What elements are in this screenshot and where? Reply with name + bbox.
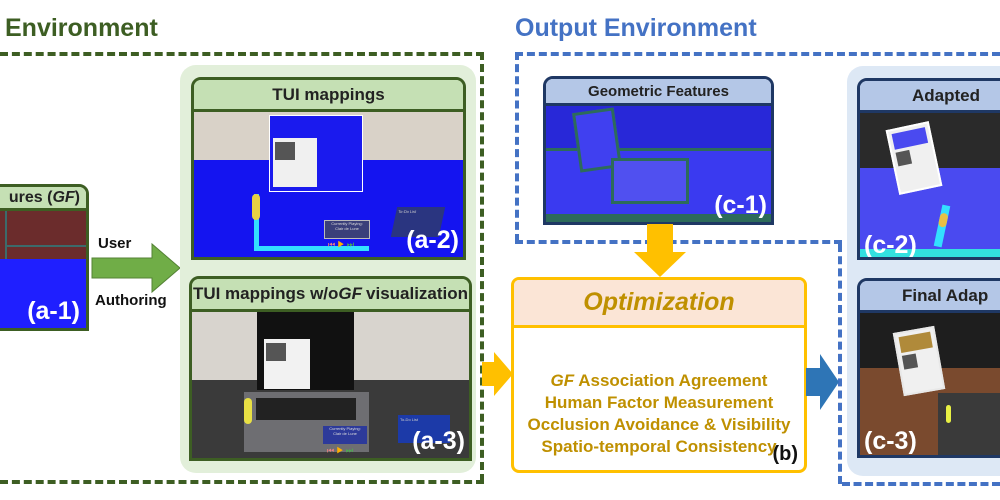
optimization-to-output-arrow	[806, 354, 839, 410]
tui-nogf-title-em: GF	[338, 284, 363, 303]
article-panel	[264, 339, 310, 389]
article-panel	[273, 138, 317, 187]
now-playing-panel: Currently Playing: Clair de Lune	[324, 220, 370, 239]
optimization-objectives: GF Association Agreement Human Factor Me…	[514, 328, 804, 458]
now-playing-song: Clair de Lune	[333, 431, 357, 436]
objective-spatio-temporal: Spatio-temporal Consistency	[541, 437, 777, 456]
tui-mappings-card: TUI mappings Currently Playing: Clair de…	[191, 77, 466, 260]
gf-card: ures (GF) (a-1)	[0, 184, 89, 331]
frame-screen	[891, 127, 929, 150]
tui-nogf-scene: Currently Playing: Clair de Lune ⏮ ▶ ⏭ T…	[192, 312, 469, 458]
keyboard	[256, 398, 356, 420]
laptop-screen	[257, 312, 354, 390]
book	[938, 393, 1000, 455]
slider-widget	[244, 398, 252, 424]
article-photo	[901, 353, 919, 370]
tag-c1: (c-1)	[714, 191, 767, 219]
play-icon: ▶	[337, 240, 345, 249]
laptop-base-outline	[254, 194, 369, 251]
next-icon: ⏭	[345, 446, 354, 455]
tui-nogf-title-prefix: TUI mappings w/o	[192, 284, 339, 303]
tag-c3: (c-3)	[864, 427, 917, 455]
prev-icon: ⏮	[328, 240, 336, 249]
tui-nogf-title-suffix: visualization	[366, 284, 469, 303]
tui-nogf-header: TUI mappings w/o GF visualization	[192, 279, 469, 312]
tui-mappings-header: TUI mappings	[194, 80, 463, 112]
objective-occlusion: Occlusion Avoidance & Visibility	[527, 415, 791, 434]
optimization-box: Optimization GF Association Agreement Hu…	[511, 277, 807, 473]
tui-to-optimization-arrow	[482, 352, 513, 396]
gf-card-title-em: GF	[52, 188, 75, 206]
tag-a2: (a-2)	[406, 226, 459, 254]
output-env-border-left-lower	[838, 244, 842, 484]
now-playing-label: Currently Playing:	[329, 426, 361, 431]
gf-edge-line	[5, 245, 86, 247]
output-env-border-bottom	[842, 482, 1000, 486]
final-adapted-header: Final Adap	[860, 281, 1000, 313]
input-env-border-top	[0, 52, 484, 56]
gf-card-header: ures (GF)	[0, 187, 86, 211]
optimization-title: Optimization	[514, 280, 804, 328]
tag-a1: (a-1)	[27, 297, 80, 325]
media-controls: ⏮ ▶ ⏭	[328, 240, 354, 250]
output-env-border-top	[515, 52, 1000, 56]
adapted-scene: (c-2)	[860, 113, 1000, 259]
tag-b: (b)	[772, 443, 798, 465]
slider-widget	[252, 194, 260, 220]
book-geometry	[611, 158, 689, 204]
gf-edge-line	[5, 211, 7, 259]
input-environment-title: Environment	[5, 14, 158, 42]
adapted-header: Adapted	[860, 81, 1000, 113]
input-env-border-bottom	[0, 480, 484, 484]
table-edge	[546, 214, 771, 222]
tui-mappings-scene: Currently Playing: Clair de Lune ⏮ ▶ ⏭ T…	[194, 112, 463, 257]
frame-screen	[898, 331, 933, 353]
prev-icon: ⏮	[327, 446, 335, 455]
user-authoring-arrow	[91, 242, 181, 294]
tag-a3: (a-3)	[412, 427, 465, 455]
gf-table-region	[0, 259, 86, 328]
gf-card-title-prefix: ures (	[8, 188, 53, 206]
todo-panel: To-Do List	[398, 415, 450, 443]
input-env-border-right	[480, 52, 484, 482]
tui-nogf-card: TUI mappings w/o GF visualization Curren…	[189, 276, 472, 461]
final-adapted-card: Final Adap (c-3)	[857, 278, 1000, 458]
slider-widget	[946, 405, 951, 423]
article-photo	[275, 142, 295, 160]
output-env-border-mid	[515, 240, 842, 244]
objective-human-factor: Human Factor Measurement	[544, 393, 774, 412]
next-icon: ⏭	[346, 240, 355, 249]
todo-title: To-Do List	[400, 417, 419, 422]
now-playing-panel: Currently Playing: Clair de Lune	[323, 426, 367, 444]
final-adapted-scene: (c-3)	[860, 313, 1000, 455]
todo-title: To-Do List	[397, 209, 417, 214]
article-photo	[266, 343, 286, 361]
play-icon: ▶	[336, 446, 344, 455]
geometric-features-card: Geometric Features (c-1)	[543, 76, 774, 225]
now-playing-label: Currently Playing:	[331, 221, 363, 226]
arrow-label-authoring: Authoring	[95, 292, 167, 309]
objective-text: Association Agreement	[574, 371, 768, 390]
geometric-features-scene: (c-1)	[546, 106, 771, 222]
tag-c2: (c-2)	[864, 231, 917, 259]
table-edge-overlay	[860, 249, 1000, 257]
gf-wall-region	[0, 211, 86, 259]
article-photo	[895, 149, 913, 167]
adapted-card: Adapted (c-2)	[857, 78, 1000, 260]
geometric-features-header: Geometric Features	[546, 79, 771, 106]
geo-to-optimization-arrow	[634, 224, 686, 277]
objective-em: GF	[550, 371, 575, 390]
objective-gf-association: GF Association Agreement	[514, 370, 804, 392]
now-playing-song: Clair de Lune	[335, 226, 359, 231]
media-controls: ⏮ ▶ ⏭	[327, 446, 353, 456]
output-env-border-left	[515, 52, 519, 242]
gf-scene: (a-1)	[0, 211, 86, 328]
laptop-screen-overlay	[269, 115, 363, 192]
gf-card-title-suffix: )	[74, 188, 80, 206]
output-environment-title: Output Environment	[515, 14, 757, 42]
arrow-label-user: User	[98, 235, 132, 252]
